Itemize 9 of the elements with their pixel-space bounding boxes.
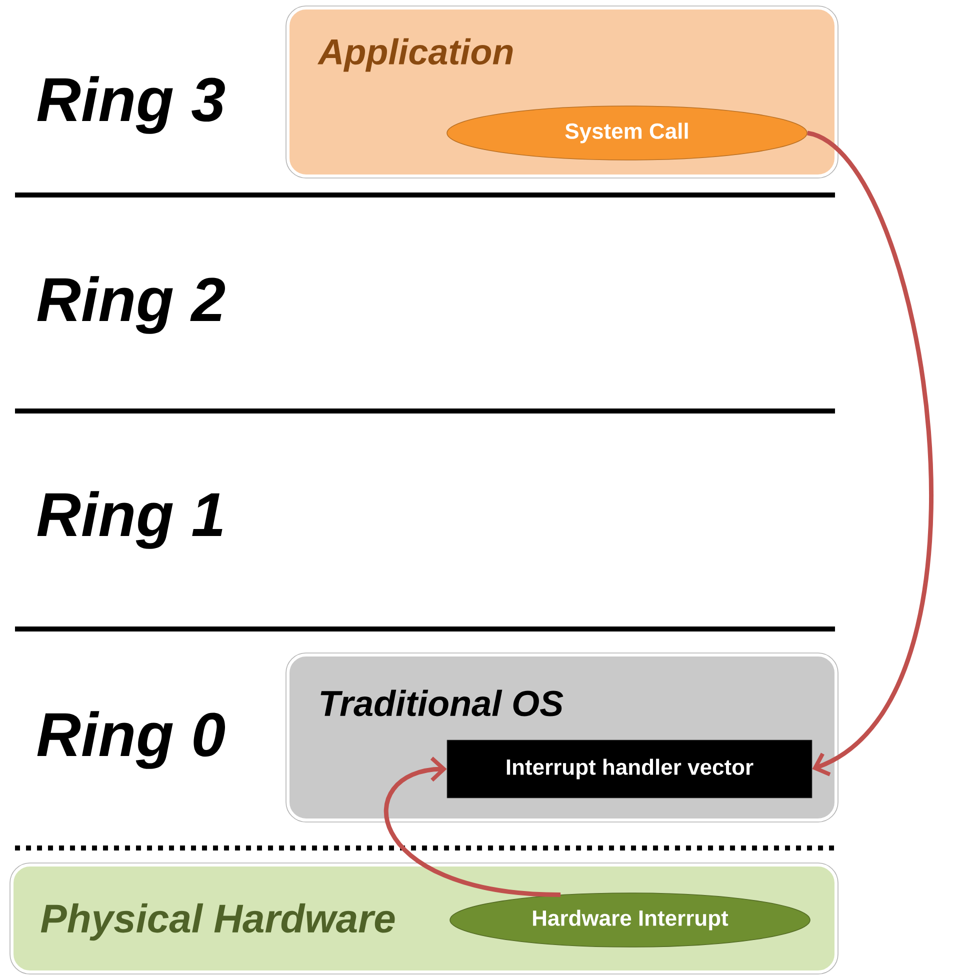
oval-badge: Hardware Interrupt <box>450 892 810 948</box>
handler-box: Interrupt handler vector <box>446 740 812 798</box>
ring-label: Ring 2 <box>37 276 225 334</box>
curved-arrow <box>384 756 561 897</box>
ring-label: Ring 0 <box>37 711 226 769</box>
ring-label: Ring 1 <box>37 491 222 549</box>
curved-arrow <box>806 131 934 776</box>
ring-label: Ring 3 <box>37 76 225 134</box>
oval-badge: System Call <box>446 106 808 160</box>
